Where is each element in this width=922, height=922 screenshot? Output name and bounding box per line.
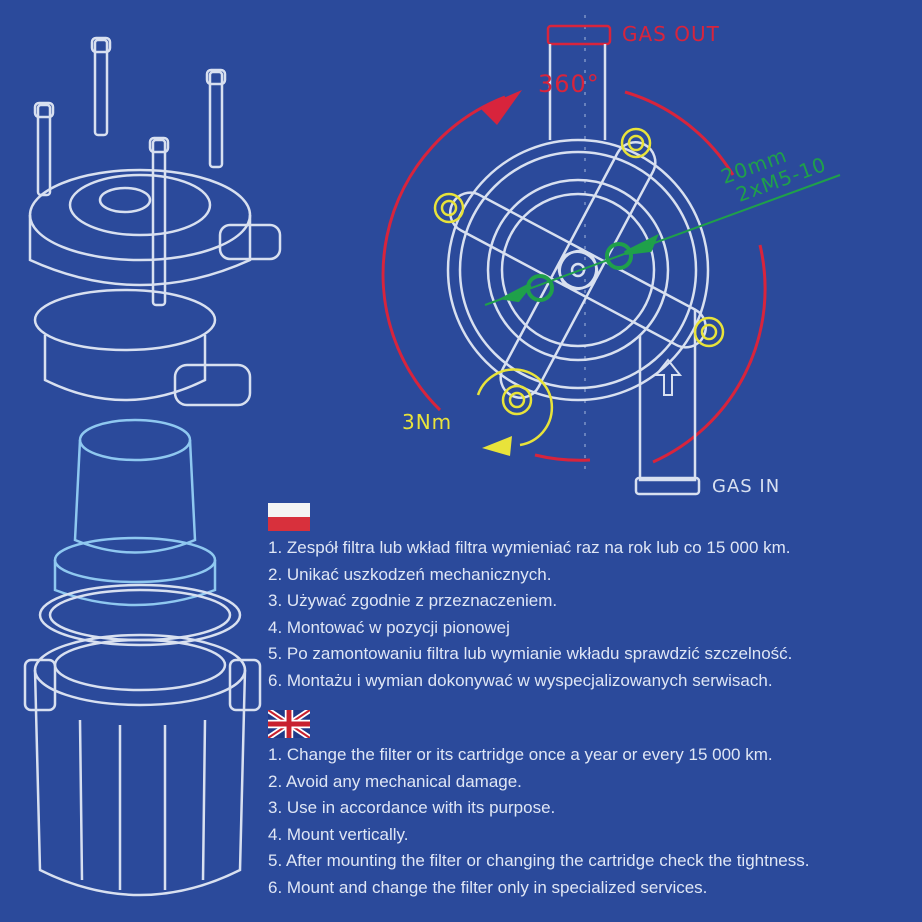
filter-cartridge: [53, 418, 217, 607]
rotation-label: 360°: [538, 70, 600, 98]
rotation-arrow-icon: [480, 90, 522, 125]
screw-heads: [433, 127, 725, 416]
gas-out-label: GAS OUT: [622, 22, 720, 46]
rotation-arc: [381, 90, 767, 464]
instruction-en-item: 2. Avoid any mechanical damage.: [268, 771, 522, 791]
torque-arrow: [476, 368, 554, 456]
gas-out-port: [546, 24, 612, 46]
filter-bowl: [23, 633, 262, 897]
instructions-pl: 1. Zespół filtra lub wkład filtra wymien…: [268, 535, 792, 694]
filter-head: [28, 168, 282, 287]
instruction-en-item: 6. Mount and change the filter only in s…: [268, 877, 708, 897]
gas-in-label: GAS IN: [712, 476, 781, 497]
screws: [33, 36, 227, 307]
exploded-filter-drawing: [23, 36, 282, 897]
instruction-pl-item: 1. Zespół filtra lub wkład filtra wymien…: [268, 538, 791, 557]
instruction-pl-item: 5. Po zamontowaniu filtra lub wymianie w…: [268, 644, 793, 663]
torque-arrow-icon: [482, 436, 512, 456]
top-view-drawing: [381, 15, 841, 496]
instruction-pl-item: 2. Unikać uszkodzeń mechanicznych.: [268, 564, 552, 584]
instruction-en-item: 4. Mount vertically.: [268, 824, 409, 844]
instruction-en-item: 3. Use in accordance with its purpose.: [268, 798, 556, 817]
uk-flag-icon: [268, 710, 310, 738]
instruction-pl-item: 3. Używać zgodnie z przeznaczeniem.: [268, 591, 558, 610]
instruction-en-item: 5. After mounting the filter or changing…: [268, 851, 810, 870]
poland-flag-icon: [268, 503, 310, 531]
instruction-en-item: 1. Change the filter or its cartridge on…: [268, 745, 773, 764]
instruction-pl-item: 4. Montować w pozycji pionowej: [268, 617, 510, 637]
instruction-pl-item: 6. Montażu i wymian dokonywać w wyspecja…: [268, 670, 773, 690]
instructions-en: 1. Change the filter or its cartridge on…: [268, 742, 809, 901]
torque-label: 3Nm: [402, 410, 453, 434]
bolt-holes: [484, 174, 841, 306]
filter-body-upper: [33, 288, 252, 407]
flange: [446, 138, 710, 496]
